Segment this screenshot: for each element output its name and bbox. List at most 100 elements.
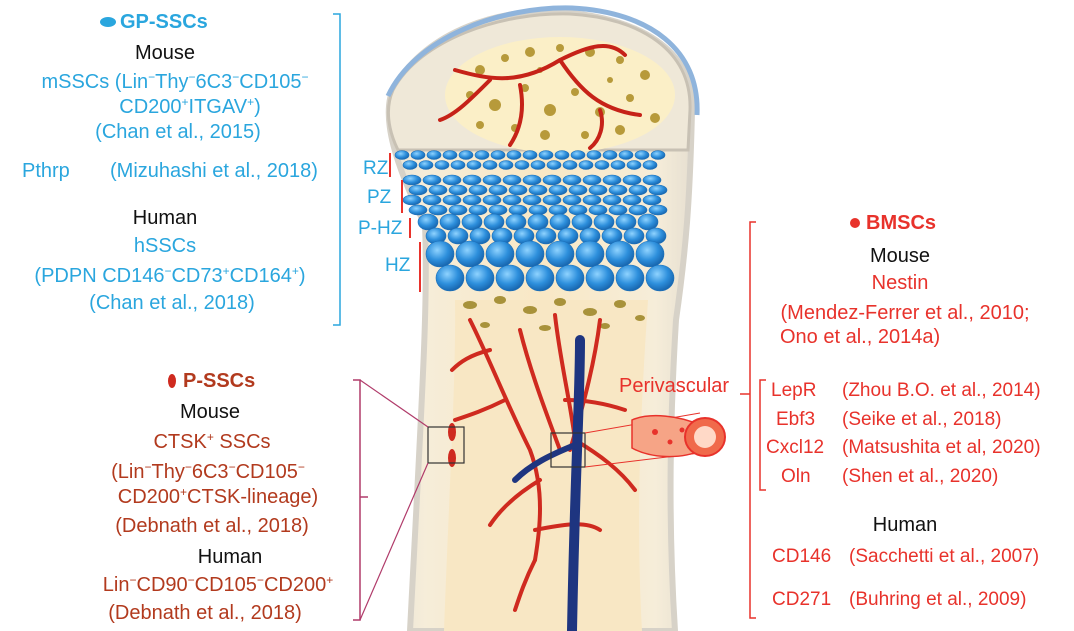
chondrocyte [649, 205, 667, 215]
p-mouse-heading: Mouse [180, 402, 240, 422]
gp-sscs-bullet-icon [100, 17, 116, 27]
chondrocyte [576, 241, 604, 267]
chondrocyte [549, 185, 567, 195]
chondrocyte [606, 241, 634, 267]
chondrocyte [459, 151, 473, 160]
chondrocyte [636, 241, 664, 267]
bm-marker-ref: (Shen et al., 2020) [842, 467, 998, 486]
chondrocyte [491, 151, 505, 160]
zone-label-rz: RZ [363, 159, 388, 178]
bmscs-title: BMSCs [866, 213, 936, 233]
bmscs-bullet-icon [850, 218, 860, 228]
chondrocyte [550, 214, 570, 230]
chondrocyte [499, 161, 513, 170]
chondrocyte [547, 161, 561, 170]
bm-marker-name: LepR [771, 381, 816, 400]
gp-human-ref: (Chan et al., 2018) [89, 293, 255, 313]
chondrocyte [595, 161, 609, 170]
pthrp-label: Pthrp [22, 161, 70, 181]
chondrocyte [403, 195, 421, 205]
p-sscs-title: P-SSCs [183, 371, 255, 391]
chondrocyte [467, 161, 481, 170]
bm-human-marker-name: CD271 [772, 590, 831, 609]
chondrocyte [506, 214, 526, 230]
chondrocyte [507, 151, 521, 160]
chondrocyte [523, 195, 541, 205]
bmscs-bracket [750, 222, 756, 618]
chondrocyte [427, 151, 441, 160]
chondrocyte [483, 161, 497, 170]
zone-label-p-hz: P-HZ [358, 219, 402, 238]
chondrocyte [423, 195, 441, 205]
chondrocyte [449, 185, 467, 195]
chondrocyte [643, 195, 661, 205]
bm-marker-ref: (Zhou B.O. et al., 2014) [842, 381, 1041, 400]
chondrocyte [469, 205, 487, 215]
p-human-ref: (Debnath et al., 2018) [108, 603, 301, 623]
chondrocyte [489, 205, 507, 215]
chondrocyte [426, 241, 454, 267]
chondrocyte [503, 195, 521, 205]
chondrocyte [483, 195, 501, 205]
gp-mouse-marker-line1: mSSCs (Lin−Thy−6C3−CD105− [41, 72, 308, 92]
chondrocyte [543, 175, 561, 185]
chondrocyte [546, 241, 574, 267]
bm-mouse-heading: Mouse [870, 246, 930, 266]
chondrocyte [589, 185, 607, 195]
chondrocyte [496, 265, 524, 291]
chondrocyte [451, 161, 465, 170]
chondrocyte [403, 175, 421, 185]
chondrocyte [443, 151, 457, 160]
p-mouse-ref: (Debnath et al., 2018) [115, 516, 308, 536]
bm-marker-name: Oln [781, 467, 811, 486]
bm-marker-name: Ebf3 [776, 410, 815, 429]
chondrocyte [603, 175, 621, 185]
chondrocyte [466, 265, 494, 291]
chondrocyte [569, 205, 587, 215]
chondrocyte [643, 161, 657, 170]
chondrocyte [403, 161, 417, 170]
chondrocyte [463, 175, 481, 185]
chondrocyte [531, 161, 545, 170]
chondrocyte [563, 175, 581, 185]
gp-human-name: hSSCs [134, 236, 196, 256]
chondrocyte [646, 265, 674, 291]
bm-human-marker-ref: (Sacchetti et al., 2007) [849, 547, 1039, 566]
chondrocyte [569, 185, 587, 195]
chondrocyte [528, 214, 548, 230]
gp-mouse-marker-line2: CD200+ITGAV+) [119, 97, 261, 117]
bm-nestin-ref-2: Ono et al., 2014a) [780, 327, 940, 347]
p-mouse-marker-line2: CD200+CTSK-lineage) [118, 487, 318, 507]
chondrocyte [395, 151, 409, 160]
chondrocyte [651, 151, 665, 160]
gp-human-heading: Human [133, 208, 197, 228]
bm-marker-ref: (Matsushita et al, 2020) [842, 438, 1041, 457]
chondrocyte [563, 161, 577, 170]
chondrocyte [603, 195, 621, 205]
zone-label-pz: PZ [367, 188, 391, 207]
chondrocyte [623, 195, 641, 205]
chondrocyte [555, 151, 569, 160]
chondrocyte [649, 185, 667, 195]
chondrocyte [529, 205, 547, 215]
chondrocyte [579, 161, 593, 170]
p-mouse-name: CTSK+ SSCs [153, 432, 270, 452]
chondrocyte [619, 151, 633, 160]
bm-human-heading: Human [873, 515, 937, 535]
chondrocyte [629, 185, 647, 195]
chondrocyte [556, 265, 584, 291]
chondrocyte [587, 151, 601, 160]
chondrocyte [611, 161, 625, 170]
chondrocyte [503, 175, 521, 185]
chondrocyte [623, 175, 641, 185]
chondrocyte [436, 265, 464, 291]
chondrocyte [616, 214, 636, 230]
chondrocyte [529, 185, 547, 195]
chondrocyte [629, 205, 647, 215]
pthrp-ref: (Mizuhashi et al., 2018) [110, 161, 318, 181]
chondrocyte [409, 185, 427, 195]
chondrocyte [462, 214, 482, 230]
chondrocyte [526, 265, 554, 291]
bm-nestin-ref-1: (Mendez-Ferrer et al., 2010; [781, 303, 1030, 323]
